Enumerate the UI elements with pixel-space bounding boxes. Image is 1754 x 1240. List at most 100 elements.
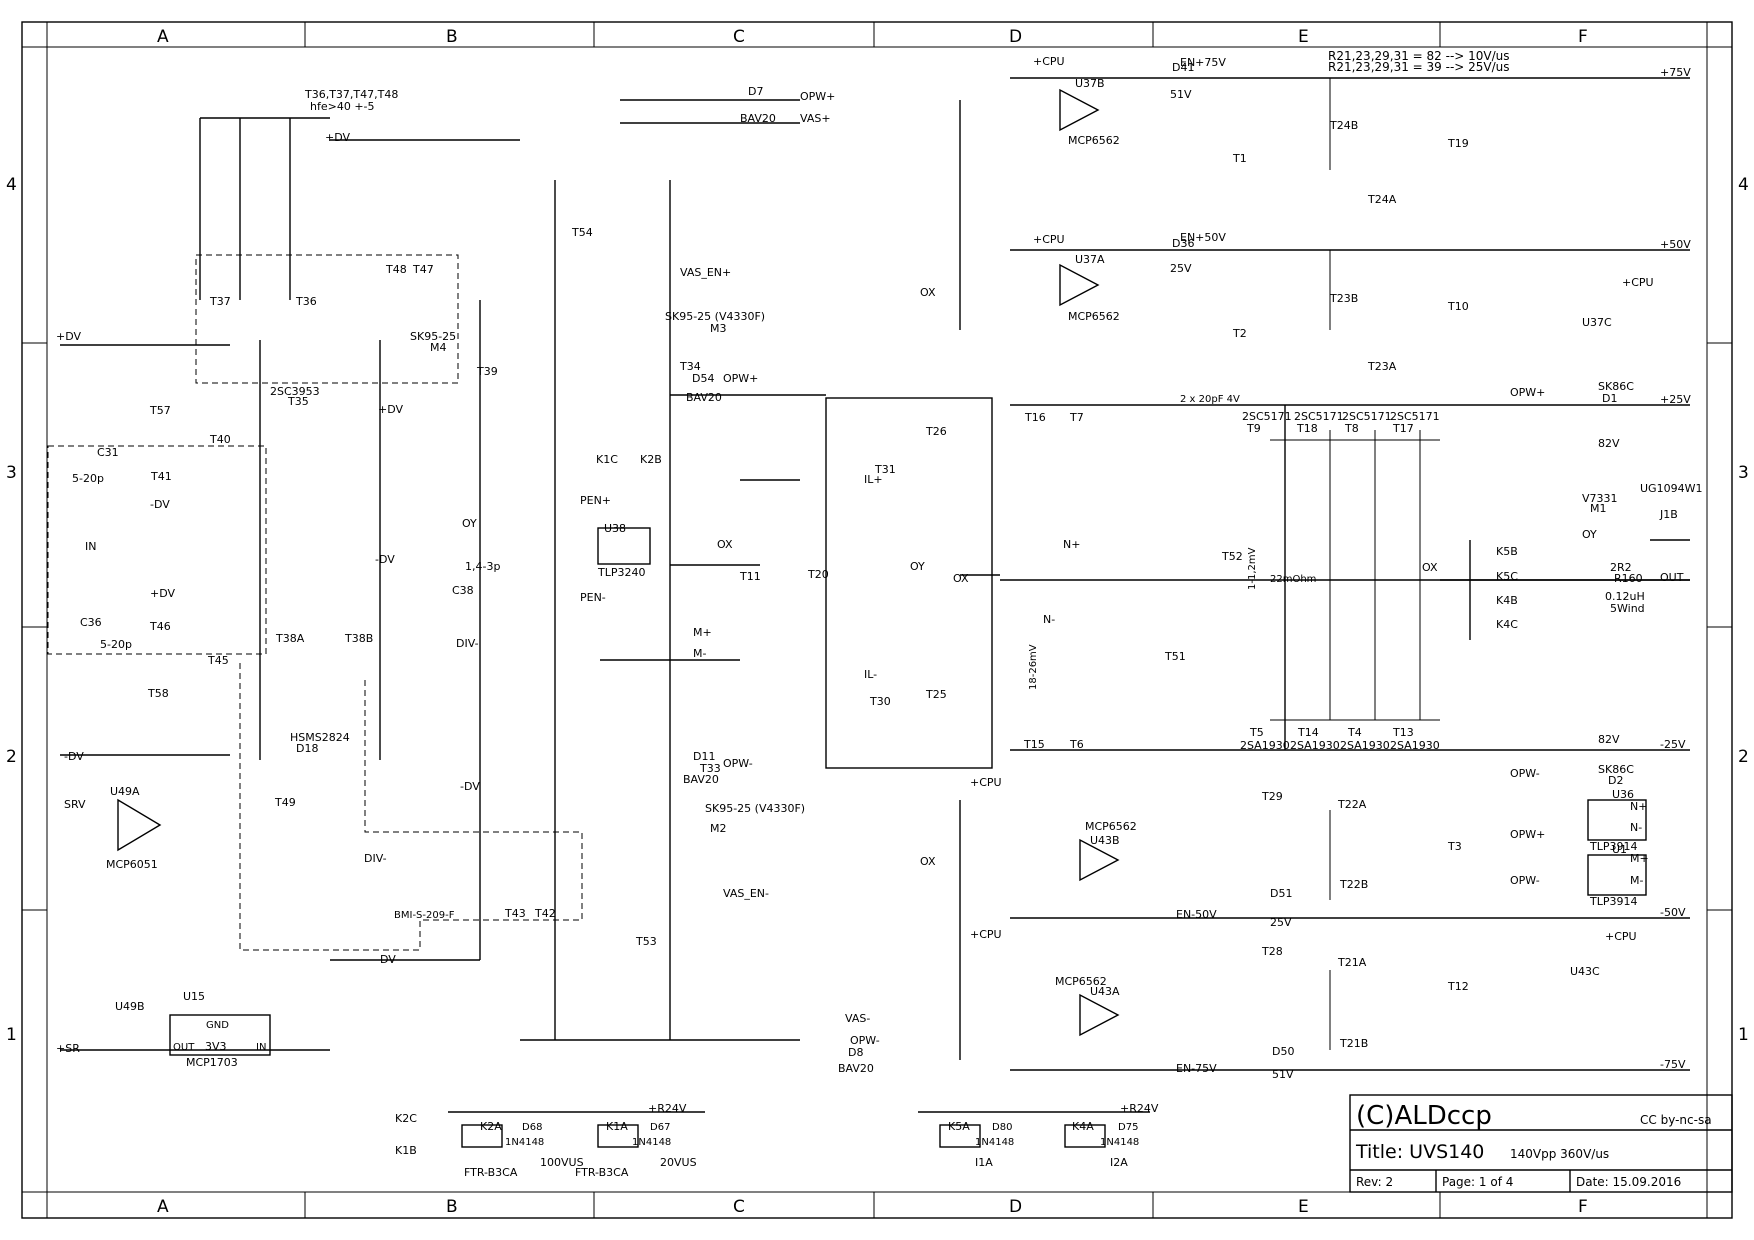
label-t17: T17: [1392, 422, 1414, 435]
net-il-m: IL-: [864, 668, 877, 681]
net-n-p: N+: [1063, 538, 1080, 551]
title-company: (C)ALDccp: [1356, 1101, 1492, 1131]
optocoupler-u36-box: [1587, 799, 1647, 841]
note-r-values-1: R21,23,29,31 = 82 --> 10V/us: [1328, 49, 1510, 63]
label-d54: D54: [692, 372, 714, 385]
note-sk95-2: SK95-25 (V4330F): [705, 802, 805, 815]
label-t42: T42: [534, 907, 556, 920]
net-il-p: IL+: [864, 473, 883, 486]
label-u38: U38: [604, 522, 626, 535]
label-t30: T30: [869, 695, 891, 708]
label-bav20-d54: BAV20: [686, 391, 722, 404]
label-u37c: U37C: [1582, 316, 1612, 329]
label-2sa1930-t13: 2SA1930: [1390, 739, 1440, 752]
net-ox-e: OX: [1422, 561, 1438, 574]
opamp-u43a-symbol: [1079, 993, 1120, 1037]
label-d11: D11: [693, 750, 715, 763]
rail-pdv-left: +DV: [56, 330, 81, 343]
net-div-m-b: DIV-: [456, 637, 479, 650]
label-d1: D1: [1602, 392, 1617, 405]
label-c36: C36: [80, 616, 102, 629]
rail-enm50: EN-50V: [1176, 908, 1217, 921]
label-d2: D2: [1608, 774, 1623, 787]
label-t28: T28: [1261, 945, 1283, 958]
rail-p50: +50V: [1660, 238, 1691, 251]
title-license: CC by-nc-sa: [1640, 1113, 1712, 1127]
rail-pdv-mid: +DV: [378, 403, 403, 416]
label-t35: T35: [287, 395, 309, 408]
net-labels: +75V +50V +25V -25V -50V -75V +DV +DV -D…: [56, 55, 1691, 1115]
zone-col-d-bottom: D: [1009, 1197, 1022, 1217]
label-t8: T8: [1344, 422, 1359, 435]
label-i2a: I2A: [1110, 1156, 1128, 1169]
label-mcp6562-u43b: MCP6562: [1085, 820, 1137, 833]
label-hsms: HSMS2824: [290, 731, 350, 744]
label-2sc5171-t9: 2SC5171: [1242, 410, 1292, 423]
label-d75-part: 1N4148: [1100, 1137, 1139, 1148]
label-100vus: 100VUS: [540, 1156, 584, 1169]
zone-col-e-bottom: E: [1298, 1197, 1309, 1217]
label-82v-d38: 82V: [1598, 733, 1620, 746]
title-rev: Rev: 2: [1356, 1175, 1393, 1189]
net-ox-c: OX: [717, 538, 733, 551]
label-t40: T40: [209, 433, 231, 446]
label-t51: T51: [1164, 650, 1186, 663]
zone-row-2-right: 2: [1738, 747, 1749, 767]
net-out: OUT: [1660, 571, 1684, 584]
label-u37b: U37B: [1075, 77, 1105, 90]
label-d36: D36: [1172, 237, 1194, 250]
net-ox-d: OX: [953, 572, 969, 585]
rail-p25: +25V: [1660, 393, 1691, 406]
zone-row-4-right: 4: [1738, 175, 1749, 195]
rail-pcpu-u43c: +CPU: [1605, 930, 1637, 943]
note-hfe-2: hfe>40 +-5: [310, 100, 375, 113]
title-name: Title: UVS140: [1355, 1141, 1484, 1163]
label-c36-value: 5-20p: [100, 638, 132, 651]
label-k5b: K5B: [1496, 545, 1518, 558]
net-vas-en-p: VAS_EN+: [680, 266, 731, 279]
label-d80: D80: [992, 1122, 1012, 1133]
zone-col-b: B: [446, 27, 458, 47]
label-m2: M2: [710, 822, 727, 835]
label-u36: U36: [1612, 788, 1634, 801]
note-sk95-3: SK95-25: [410, 330, 456, 343]
title-page: Page: 1 of 4: [1442, 1175, 1513, 1189]
net-srv: SRV: [64, 798, 86, 811]
label-u37a: U37A: [1075, 253, 1105, 266]
label-r160: R160: [1614, 572, 1643, 585]
note-bmi: BMI-S-209-F: [394, 910, 455, 921]
label-mcp6051-u49a: MCP6051: [106, 858, 158, 871]
label-k4c: K4C: [1496, 618, 1518, 631]
label-u15-gnd: GND: [206, 1020, 229, 1031]
zone-row-3-right: 3: [1738, 463, 1749, 483]
net-m-m: M-: [693, 647, 706, 660]
net-oy-b: OY: [462, 517, 477, 530]
zone-row-3: 3: [6, 463, 17, 483]
opamp-u43b-symbol: [1079, 838, 1120, 882]
label-t5: T5: [1249, 726, 1264, 739]
label-2sc5171-t18: 2SC5171: [1294, 410, 1344, 423]
label-t26: T26: [925, 425, 947, 438]
rail-pcpu-u43a: +CPU: [970, 928, 1002, 941]
label-k5a: K5A: [948, 1120, 970, 1133]
net-pen-p: PEN+: [580, 494, 611, 507]
label-m3: M3: [710, 322, 727, 335]
label-ftr-2: FTR-B3CA: [575, 1166, 629, 1179]
rail-pcpu-u37c: +CPU: [1622, 276, 1654, 289]
zone-col-d: D: [1009, 27, 1022, 47]
label-ftr-1: FTR-B3CA: [464, 1166, 518, 1179]
label-c38-value: 1,4-3p: [465, 560, 500, 573]
notes: R21,23,29,31 = 82 --> 10V/us R21,23,29,3…: [304, 49, 1702, 921]
label-u15-in: IN: [256, 1042, 266, 1053]
title-block: (C)ALDccp CC by-nc-sa Title: UVS140 140V…: [1349, 1094, 1733, 1193]
label-t18: T18: [1296, 422, 1318, 435]
rail-en75: EN+75V: [1180, 56, 1226, 69]
opamp-u37a-symbol: [1059, 263, 1100, 307]
net-vas-m: VAS-: [845, 1012, 870, 1025]
label-d41: D41: [1172, 61, 1194, 74]
label-u43c: U43C: [1570, 965, 1600, 978]
label-bav20-d7: BAV20: [740, 112, 776, 125]
component-labels: U37B MCP6562 U37A MCP6562 MCP6562 U43B M…: [72, 61, 1678, 1081]
wiring: [60, 77, 1690, 1071]
